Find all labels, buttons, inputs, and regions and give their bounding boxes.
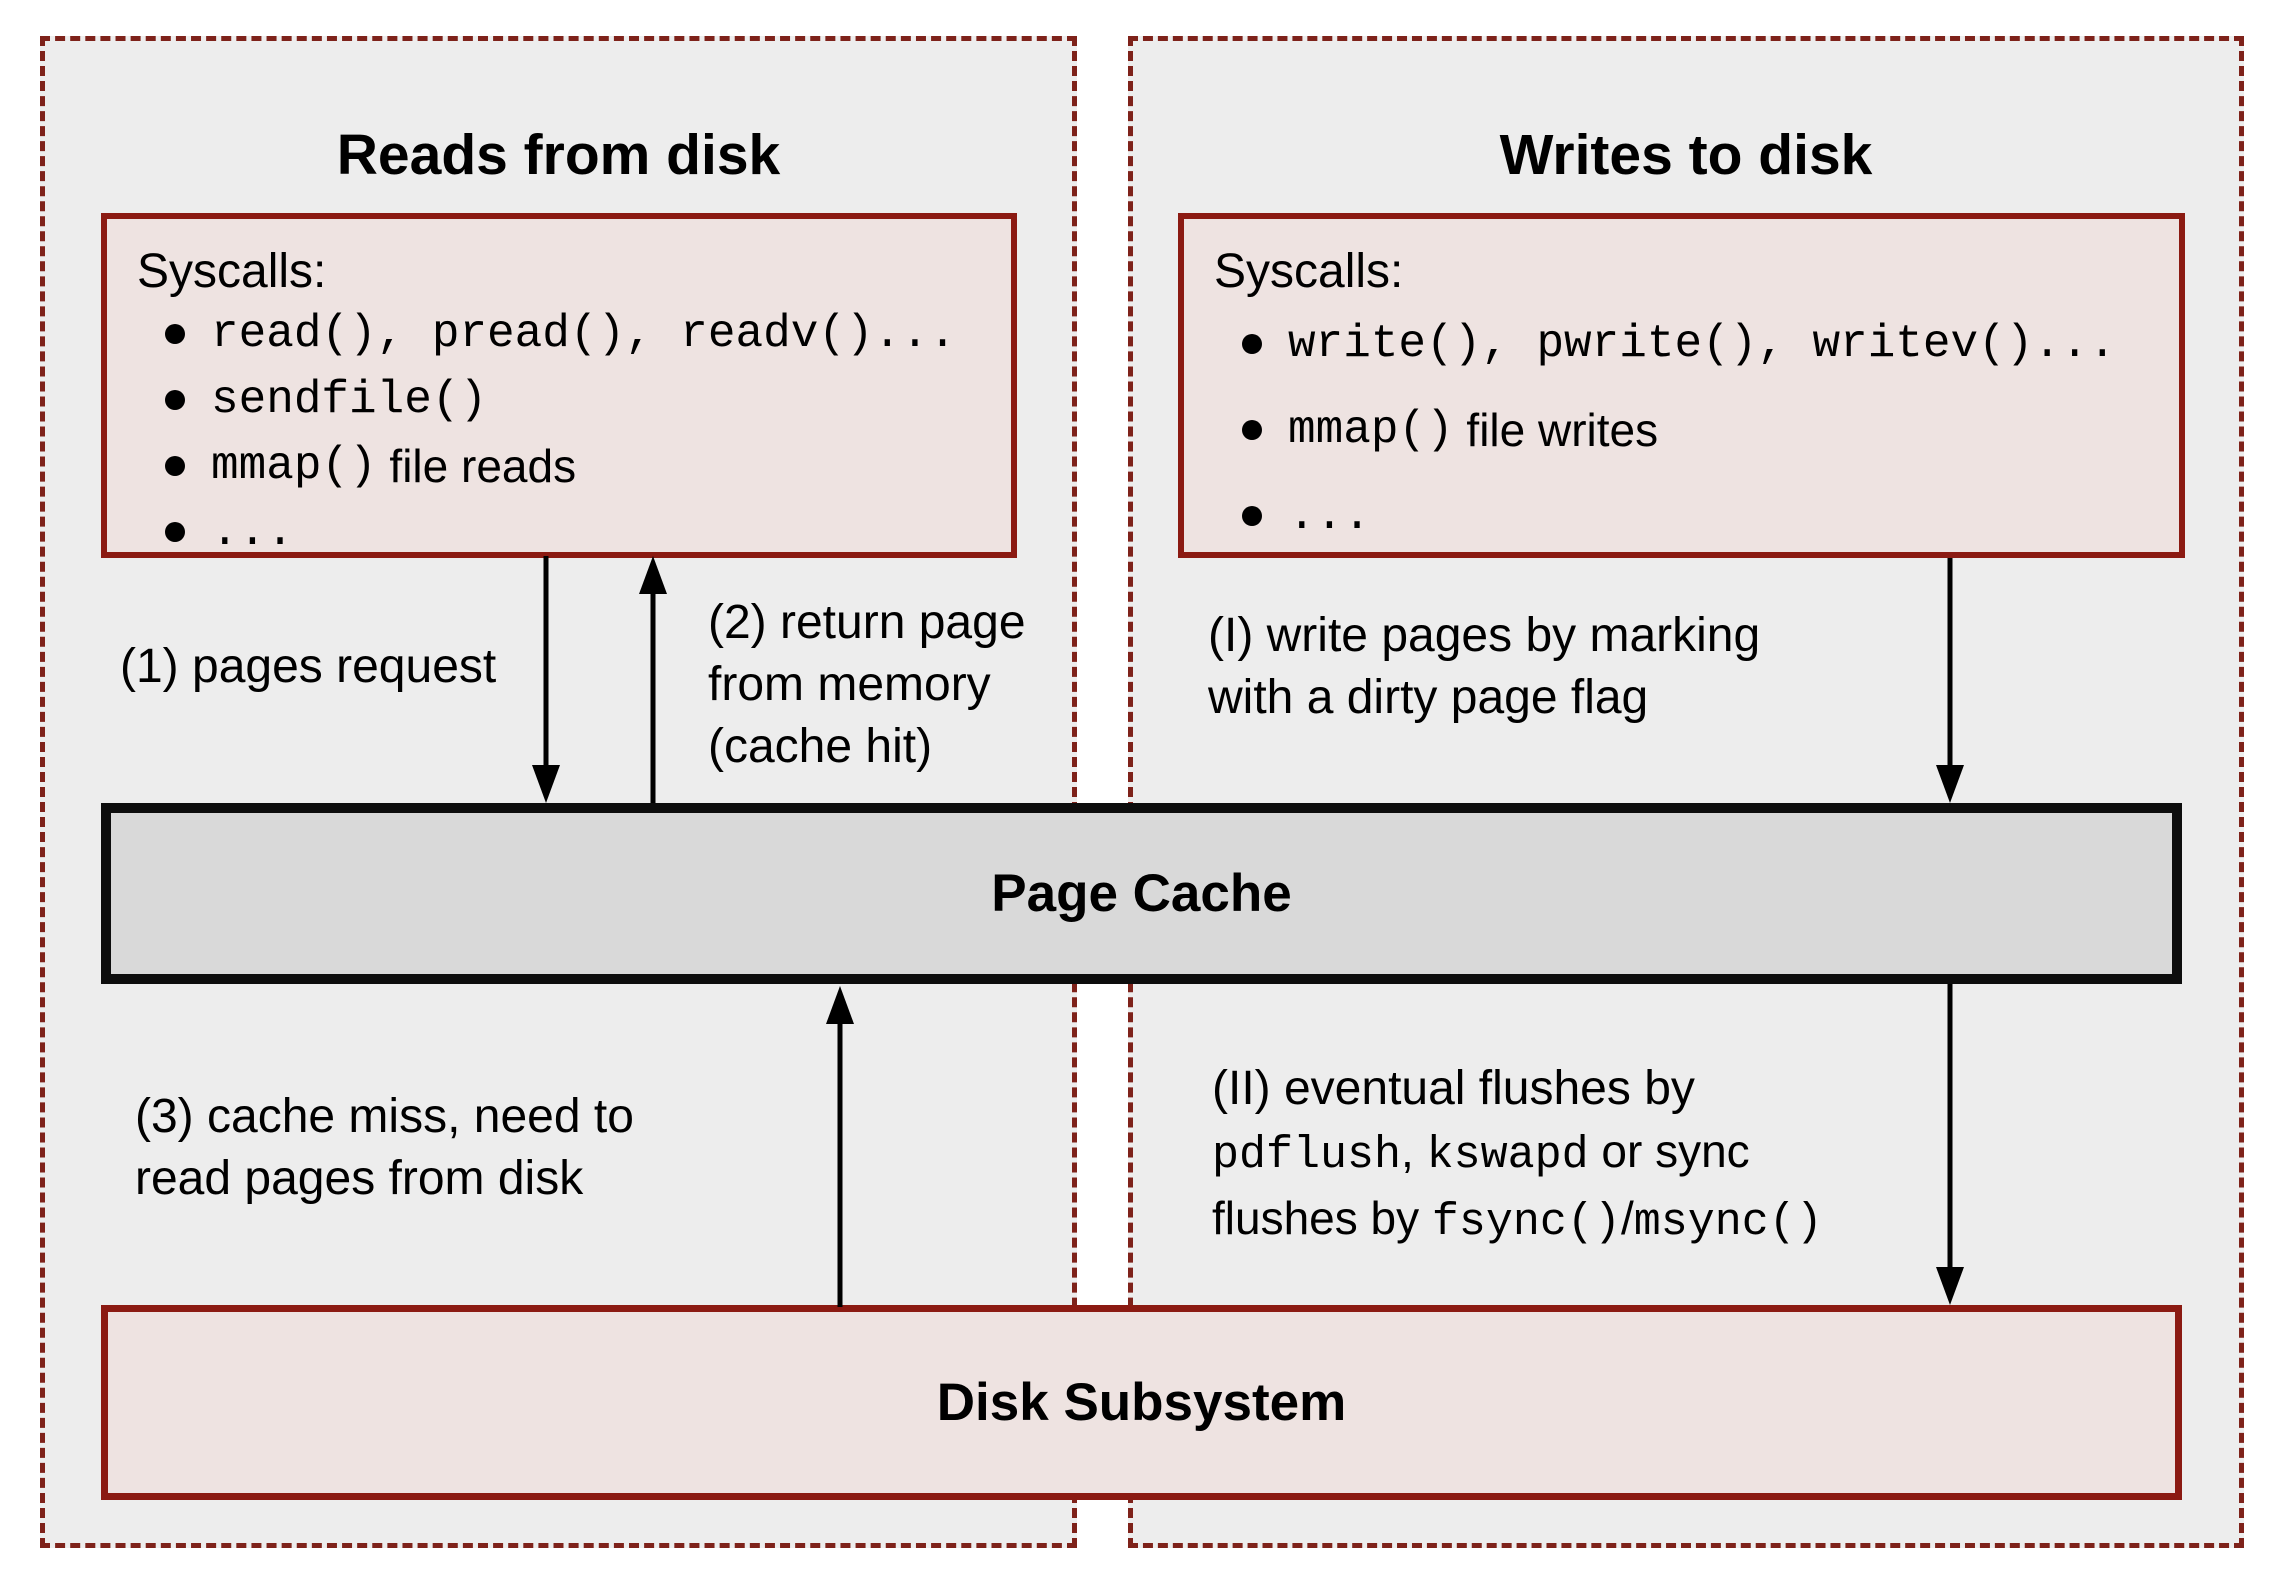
label-line: with a dirty page flag: [1208, 671, 1649, 724]
arrow-down-icon: [1936, 765, 1964, 803]
arrow-flush-pages: [1936, 984, 1964, 1305]
writes-panel-title: Writes to disk: [1499, 123, 1873, 187]
reads-syscall-item: sendfile(): [137, 367, 1011, 433]
bullet-icon: [1242, 420, 1262, 440]
fsync-code: fsync(): [1431, 1197, 1621, 1248]
label-line: (cache hit): [708, 720, 933, 773]
writes-syscall-item: mmap() file writes: [1214, 387, 2179, 473]
arrow-shaft: [543, 556, 549, 775]
bullet-icon: [165, 390, 185, 410]
label-line: (3) cache miss, need to: [135, 1090, 634, 1143]
syscall-code: ...: [1288, 490, 1371, 542]
disk-subsystem-bar: Disk Subsystem: [101, 1305, 2182, 1500]
arrow-shaft: [1947, 558, 1953, 775]
label-line: read pages from disk: [135, 1152, 584, 1205]
bullet-icon: [1242, 506, 1262, 526]
label-line: (I) write pages by marking: [1208, 609, 1761, 662]
syscall-code: ...: [211, 506, 294, 558]
arrow-down-icon: [1936, 1267, 1964, 1305]
disk-subsystem-label: Disk Subsystem: [936, 1373, 1347, 1432]
label-line: flushes by fsync()/msync(): [1212, 1187, 1823, 1254]
label-line: (II) eventual flushes by: [1212, 1062, 1695, 1115]
reads-syscall-item: read(), pread(), readv()...: [137, 301, 1011, 367]
syscall-text: file reads: [376, 440, 577, 492]
arrow-write-pages: [1936, 558, 1964, 803]
page-cache-label: Page Cache: [991, 864, 1292, 923]
pdflush-code: pdflush: [1212, 1130, 1402, 1181]
label-text: or sync: [1588, 1125, 1750, 1177]
writes-syscall-item: ...: [1214, 473, 2179, 559]
syscall-code: mmap(): [1288, 404, 1454, 456]
label-write-pages: (I) write pages by marking with a dirty …: [1208, 605, 1760, 729]
bullet-icon: [165, 522, 185, 542]
label-text: flushes by: [1212, 1192, 1432, 1244]
bullet-icon: [165, 456, 185, 476]
label-return-page: (2) return page from memory (cache hit): [708, 592, 1026, 778]
arrow-pages-request: [532, 556, 560, 803]
reads-syscall-item: mmap() file reads: [137, 433, 1011, 499]
syscall-code: mmap(): [211, 440, 377, 492]
arrow-shaft: [650, 584, 656, 803]
label-line: pdflush, kswapd or sync: [1212, 1120, 1823, 1187]
syscall-code: write(), pwrite(), writev()...: [1288, 318, 2117, 370]
reads-syscalls-box: Syscalls: read(), pread(), readv()... se…: [101, 213, 1017, 558]
writes-syscalls-heading: Syscalls:: [1214, 245, 1404, 298]
label-slash: /: [1620, 1192, 1634, 1244]
arrow-up-icon: [826, 986, 854, 1024]
syscall-code: sendfile(): [211, 374, 488, 426]
label-line: from memory: [708, 658, 991, 711]
arrow-cache-miss: [826, 986, 854, 1307]
writes-syscalls-box: Syscalls: write(), pwrite(), writev()...…: [1178, 213, 2185, 558]
reads-syscall-item: ...: [137, 499, 1011, 565]
syscall-text: file writes: [1453, 404, 1659, 456]
bullet-icon: [165, 324, 185, 344]
syscall-code: read(), pread(), readv()...: [211, 308, 957, 360]
label-cache-miss: (3) cache miss, need to read pages from …: [135, 1086, 634, 1210]
arrow-shaft: [837, 1014, 843, 1307]
bullet-icon: [1242, 334, 1262, 354]
kswapd-code: kswapd: [1426, 1130, 1589, 1181]
msync-code: msync(): [1633, 1197, 1823, 1248]
reads-syscalls-heading: Syscalls:: [137, 245, 327, 298]
label-line: (2) return page: [708, 596, 1026, 649]
arrow-up-icon: [639, 556, 667, 594]
page-cache-bar: Page Cache: [101, 803, 2182, 984]
reads-panel-title: Reads from disk: [336, 123, 781, 187]
writes-syscall-item: write(), pwrite(), writev()...: [1214, 301, 2179, 387]
arrow-shaft: [1947, 984, 1953, 1277]
label-pages-request: (1) pages request: [120, 640, 497, 693]
arrow-return-page: [639, 556, 667, 803]
label-sep: ,: [1401, 1125, 1427, 1177]
arrow-down-icon: [532, 765, 560, 803]
label-flushes: (II) eventual flushes by pdflush, kswapd…: [1212, 1058, 1823, 1254]
